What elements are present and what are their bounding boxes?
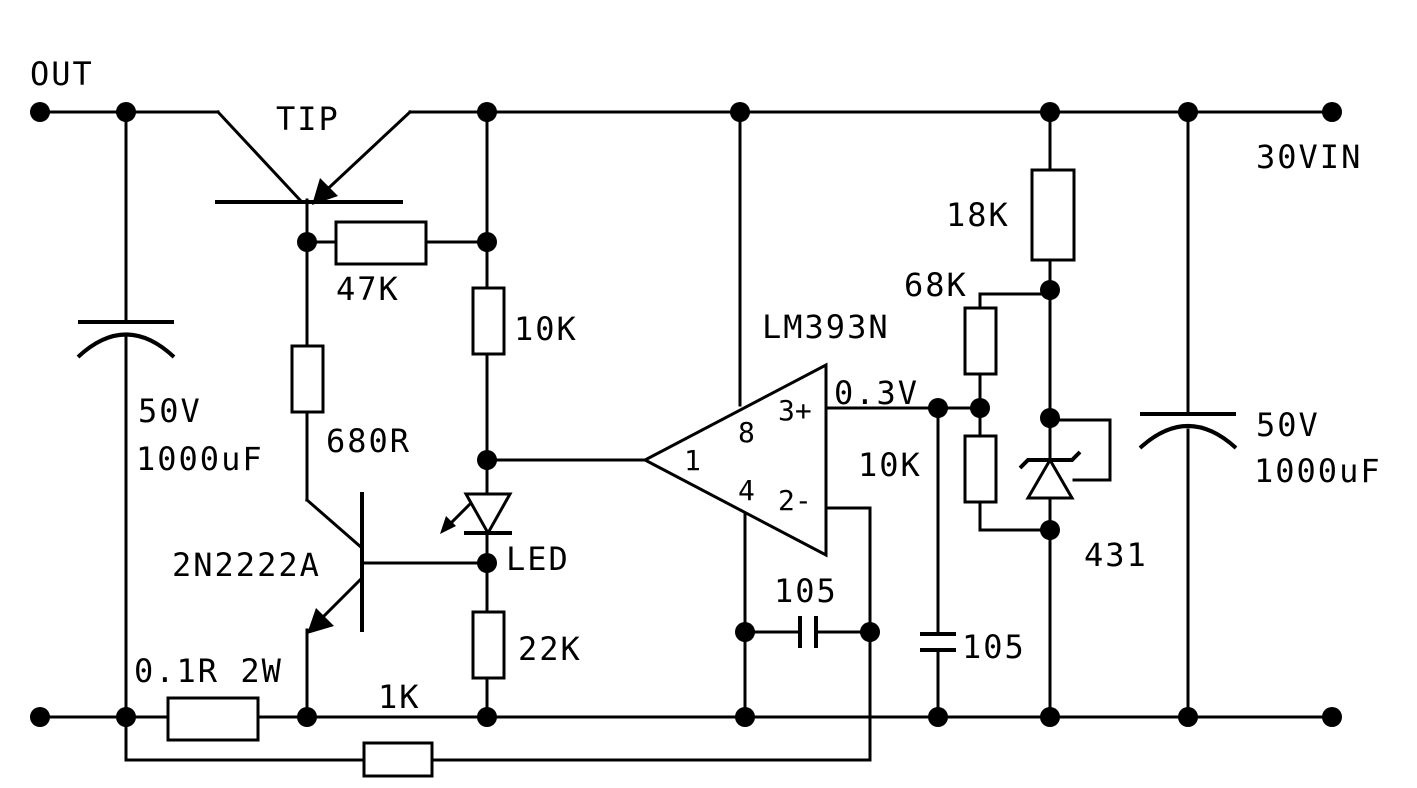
npn-transistor-2n2222a (307, 492, 365, 634)
label-vin: 30VIN (1256, 138, 1362, 176)
label-pin-8: 8 (738, 416, 755, 449)
label-105-reference: 105 (962, 628, 1026, 666)
label-led: LED (506, 540, 570, 578)
label-22k: 22K (518, 630, 582, 668)
label-18k: 18K (946, 196, 1010, 234)
resistor-68k (963, 306, 998, 376)
labels: OUT 30VIN TIP 47K 10K 680R 50V 1000uF LM… (30, 55, 1382, 716)
label-pin-2: 2- (778, 484, 812, 517)
label-1k: 1K (378, 678, 421, 716)
resistor-10k-ref (963, 434, 998, 504)
label-47k: 47K (336, 270, 400, 308)
label-pin-1: 1 (684, 444, 701, 477)
resistor-18k (1030, 168, 1076, 262)
resistor-680r (290, 344, 325, 414)
label-10k-ref: 10K (858, 446, 922, 484)
resistors (166, 168, 1076, 778)
resistor-1k (362, 741, 434, 778)
label-ref-voltage: 0.3V (834, 374, 919, 412)
resistor-22k (471, 610, 506, 680)
label-out: OUT (30, 55, 94, 93)
label-10k-top: 10K (514, 310, 578, 348)
label-2n2222a: 2N2222A (172, 546, 321, 584)
led (440, 492, 513, 537)
junction-dots (30, 102, 1342, 727)
tl431-shunt-reference (1018, 450, 1082, 500)
resistor-0-1r-shunt (166, 696, 260, 742)
label-680r: 680R (326, 422, 411, 460)
resistor-10k-top (471, 286, 506, 356)
capacitor-left-electrolytic (76, 320, 176, 359)
capacitor-105-compensation (798, 616, 818, 648)
label-pin-4: 4 (738, 474, 755, 507)
capacitor-right-electrolytic (1138, 412, 1238, 450)
capacitor-105-reference (920, 632, 956, 652)
label-105-compensation: 105 (774, 572, 838, 610)
label-shunt: 0.1R 2W (134, 652, 283, 690)
label-cap-right-value: 1000uF (1254, 452, 1382, 490)
label-lm393: LM393N (762, 308, 890, 346)
label-68k: 68K (904, 266, 968, 304)
label-cap-left-value: 1000uF (136, 440, 264, 478)
lm393-comparator (641, 362, 828, 558)
label-cap-left-voltage: 50V (138, 392, 202, 430)
resistor-47k (334, 220, 428, 266)
label-431: 431 (1084, 536, 1148, 574)
tip-transistor (215, 109, 413, 205)
label-cap-right-voltage: 50V (1256, 406, 1320, 444)
label-pin-3: 3+ (778, 394, 812, 427)
label-tip: TIP (276, 100, 340, 138)
wires (38, 110, 1334, 762)
